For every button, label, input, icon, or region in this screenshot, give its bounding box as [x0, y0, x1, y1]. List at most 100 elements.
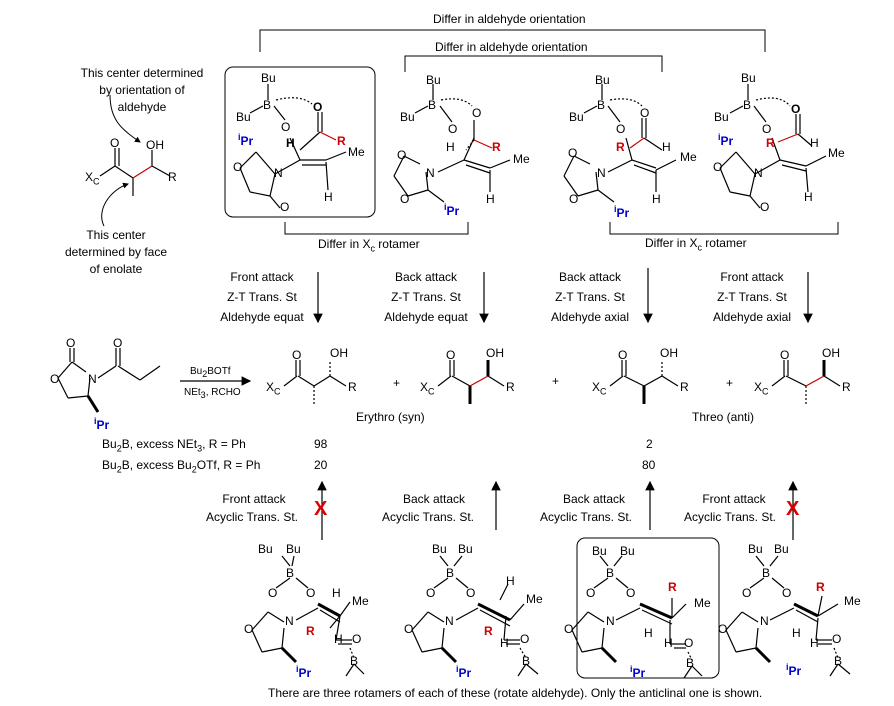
bts4-bu1: Bu	[748, 542, 763, 556]
bts1-ipr: iPr	[296, 664, 312, 680]
attack-bottom-1-line2: Acyclic Trans. St.	[205, 510, 299, 524]
ts4-n: N	[754, 166, 763, 180]
attack-top-3-line2: Z-T Trans. St	[555, 290, 625, 304]
attack-top-3-line1: Back attack	[558, 270, 622, 284]
bts4-me: Me	[844, 594, 861, 608]
highlight-box-top	[224, 66, 376, 218]
condition-1-erythro: 98	[314, 437, 328, 451]
p1-r: R	[348, 380, 357, 394]
attack-bottom-2-line2: Acyclic Trans. St.	[381, 510, 475, 524]
ts4-b: B	[743, 98, 752, 112]
bts3-bu1: Bu	[592, 544, 607, 558]
bts4-r: R	[816, 580, 825, 594]
product-3	[609, 360, 679, 404]
ts1-o2: O	[313, 100, 323, 114]
ts4-o2: O	[791, 102, 801, 116]
bts1-b: B	[286, 566, 295, 580]
ts4-me: Me	[828, 146, 845, 160]
bts2-r: R	[484, 624, 493, 638]
highlight-box-bottom	[576, 537, 720, 679]
bts4-ipr: iPr	[786, 662, 802, 678]
ts3-n: N	[597, 166, 606, 180]
top-ts-3	[563, 84, 677, 203]
attack-bottom-2-line1: Back attack	[402, 492, 466, 506]
differ-inner-bracket	[404, 55, 663, 72]
attack-top-1-line2: Z-T Trans. St	[227, 290, 297, 304]
p4-oh: OH	[822, 346, 840, 360]
ts1-bu-top: Bu	[261, 71, 276, 85]
bts1-h2: H	[334, 632, 343, 646]
differ-rotamer-left-label: Differ in Xc rotamer	[318, 237, 420, 254]
bts3-h: H	[644, 626, 653, 640]
bts2-bu1: Bu	[432, 542, 447, 556]
reactant-n: N	[88, 372, 97, 386]
bts3-o2: O	[626, 586, 636, 600]
ts2-n: N	[426, 166, 435, 180]
bts2-o3: O	[404, 622, 414, 636]
ts4-h: H	[810, 136, 819, 150]
rotamer-right-bracket	[609, 222, 839, 235]
ts1-b: B	[263, 98, 272, 112]
footnote: There are three rotamers of each of thes…	[268, 686, 763, 700]
condition-2-erythro: 20	[314, 458, 328, 472]
ts4-h2: H	[804, 190, 813, 204]
note-top-line1: This center determined	[80, 66, 204, 80]
ts2-o-ring: O	[400, 192, 410, 206]
p2-o: O	[446, 348, 456, 362]
ts1-h: H	[286, 136, 295, 150]
top-ts-4	[719, 84, 827, 209]
bts4-h2: H	[810, 636, 819, 650]
p1-oh: OH	[330, 346, 348, 360]
bottom-ts-2	[411, 555, 539, 677]
p1-o: O	[292, 348, 302, 362]
product-4	[771, 360, 841, 404]
ts1-me: Me	[348, 145, 365, 159]
ts2-o-carbonyl: O	[397, 148, 407, 162]
attack-bottom-3-line2: Acyclic Trans. St.	[539, 510, 633, 524]
attack-top-1-line3: Aldehyde equat	[220, 310, 304, 324]
bottom-ts-1	[251, 555, 365, 677]
ts3-o2: O	[640, 106, 650, 120]
plus-3: +	[726, 376, 734, 390]
ts2-h2: H	[486, 192, 495, 206]
bts3-ipr: iPr	[630, 664, 646, 680]
note-arrow-bottom	[101, 182, 129, 227]
note-bottom-line1: This center	[86, 228, 146, 242]
ts4-bu-left: Bu	[714, 110, 729, 124]
ts4-o-carbonyl: O	[760, 200, 770, 214]
p4-r: R	[842, 380, 851, 394]
bts1-o4: O	[352, 632, 362, 646]
top-ts-1	[239, 84, 347, 209]
ts1-ipr: iPr	[238, 132, 254, 148]
bts1-h: H	[332, 586, 341, 600]
attack-top-2-line2: Z-T Trans. St	[391, 290, 461, 304]
attack-top-4-line2: Z-T Trans. St	[717, 290, 787, 304]
p4-o: O	[780, 348, 790, 362]
ts3-ipr: iPr	[614, 204, 630, 220]
ts2-bu-top: Bu	[426, 73, 441, 87]
bts4-o1: O	[742, 586, 752, 600]
condition-row-1: Bu2B, excess NEt3, R = Ph	[102, 437, 246, 454]
bts4-bu2: Bu	[774, 542, 789, 556]
p4-xc: XC	[754, 380, 769, 397]
p2-xc: XC	[420, 380, 435, 397]
bts2-o4: O	[520, 632, 530, 646]
bts2-b: B	[446, 566, 455, 580]
attack-bottom-4-line2: Acyclic Trans. St.	[683, 510, 777, 524]
note-arrow-top	[109, 94, 141, 143]
ts4-o1: O	[762, 122, 772, 136]
ts3-o-ring: O	[569, 192, 579, 206]
bts1-r: R	[306, 624, 315, 638]
attack-bottom-1-line1: Front attack	[222, 492, 286, 506]
ts2-b: B	[428, 98, 437, 112]
bts3-bu2: Bu	[620, 544, 635, 558]
erythro-label: Erythro (syn)	[356, 410, 425, 424]
ts2-r: R	[492, 140, 501, 154]
ts1-o1: O	[281, 120, 291, 134]
bts4-n: N	[760, 614, 769, 628]
atom-oh: OH	[146, 138, 164, 152]
atom-r: R	[168, 170, 177, 184]
bts2-n: N	[445, 614, 454, 628]
bottom-ts-3	[571, 555, 703, 679]
